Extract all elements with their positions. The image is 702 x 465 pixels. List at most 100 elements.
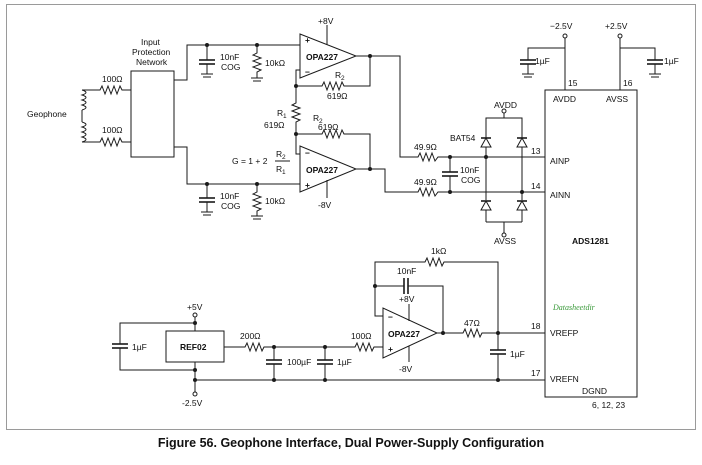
cap-10nf-feedback: 10nF <box>375 266 444 333</box>
svg-text:R: R <box>276 164 282 174</box>
input-resistor-top: 100Ω <box>94 74 131 96</box>
svg-text:ADS1281: ADS1281 <box>572 236 609 246</box>
resistor-200: 200Ω <box>240 331 274 353</box>
svg-text:AVDD: AVDD <box>494 100 517 110</box>
svg-text:Geophone: Geophone <box>27 109 67 119</box>
svg-text:R: R <box>335 70 341 80</box>
resistor-10k-bottom: 10kΩ <box>251 182 285 220</box>
cap-1uf-ref02: 1µF <box>112 321 197 372</box>
svg-text:+: + <box>305 180 310 190</box>
svg-text:49.9Ω: 49.9Ω <box>414 142 437 152</box>
svg-text:1kΩ: 1kΩ <box>431 246 446 256</box>
cap-100uf: 100µF <box>266 347 311 380</box>
svg-text:2: 2 <box>341 75 345 82</box>
input-protection-network: Input Protection Network <box>130 37 175 158</box>
resistor-r2-top: R 2 619Ω <box>296 56 371 101</box>
svg-text:15: 15 <box>568 78 578 88</box>
svg-text:619Ω: 619Ω <box>327 91 348 101</box>
cap-1uf-filter: 1µF <box>317 345 352 380</box>
resistor-1k: 1kΩ <box>374 246 499 333</box>
svg-text:619Ω: 619Ω <box>264 120 285 130</box>
resistor-49-9-top: 49.9Ω <box>413 142 448 163</box>
svg-text:+8V: +8V <box>318 16 334 26</box>
svg-text:R: R <box>277 108 283 118</box>
input-resistor-bottom: 100Ω <box>94 125 131 148</box>
svg-text:OPA227: OPA227 <box>388 329 420 339</box>
ref02: REF02 <box>165 330 225 363</box>
supply-avdd: −2.5V 1µF 15 <box>520 21 578 90</box>
cap-1uf-vref: 1µF <box>490 333 525 380</box>
svg-text:49.9Ω: 49.9Ω <box>414 177 437 187</box>
ads1281-chip: AVDD AVSS AINP AINN ADS1281 Datasheetdir… <box>544 89 638 410</box>
svg-text:−: − <box>305 148 310 158</box>
resistor-r2-middle: R 2 619Ω <box>296 113 371 169</box>
svg-text:2: 2 <box>282 154 286 161</box>
svg-text:REF02: REF02 <box>180 342 207 352</box>
svg-text:10kΩ: 10kΩ <box>265 196 285 206</box>
svg-text:16: 16 <box>623 78 633 88</box>
svg-text:2: 2 <box>319 118 323 125</box>
resistor-100-vref: 100Ω <box>350 331 383 353</box>
svg-text:AVSS: AVSS <box>606 94 628 104</box>
svg-text:Input: Input <box>141 37 161 47</box>
svg-text:COG: COG <box>221 201 240 211</box>
svg-text:1µF: 1µF <box>664 56 679 66</box>
resistor-47: 47Ω <box>458 318 498 339</box>
svg-text:Protection: Protection <box>132 47 171 57</box>
svg-text:100Ω: 100Ω <box>351 331 372 341</box>
svg-text:47Ω: 47Ω <box>464 318 480 328</box>
svg-text:R: R <box>276 149 282 159</box>
svg-text:-2.5V: -2.5V <box>182 398 203 408</box>
svg-text:+8V: +8V <box>399 294 415 304</box>
cap-10nf-cog-bottom: 10nF COG <box>199 182 240 216</box>
svg-text:BAT54: BAT54 <box>450 133 476 143</box>
svg-text:VREFN: VREFN <box>550 374 579 384</box>
resistor-49-9-bottom: 49.9Ω <box>413 177 448 198</box>
pin-17: 17 <box>531 368 541 378</box>
svg-text:OPA227: OPA227 <box>306 52 338 62</box>
svg-text:G = 1 + 2: G = 1 + 2 <box>232 156 268 166</box>
svg-text:6, 12, 23: 6, 12, 23 <box>592 400 625 410</box>
svg-text:+5V: +5V <box>187 302 203 312</box>
svg-text:1: 1 <box>282 169 286 176</box>
svg-text:1µF: 1µF <box>535 56 550 66</box>
svg-text:10nF: 10nF <box>460 165 479 175</box>
svg-text:Datasheetdir: Datasheetdir <box>552 303 596 312</box>
svg-text:−2.5V: −2.5V <box>550 21 573 31</box>
cap-10nf-cog-top: 10nF COG <box>199 43 240 78</box>
svg-text:Network: Network <box>136 57 168 67</box>
svg-text:10nF: 10nF <box>220 52 239 62</box>
svg-text:10nF: 10nF <box>397 266 416 276</box>
svg-text:R: R <box>313 113 319 123</box>
svg-text:AVSS: AVSS <box>494 236 516 246</box>
gain-equation: G = 1 + 2 R 2 R 1 <box>232 149 290 176</box>
svg-text:-8V: -8V <box>318 200 332 210</box>
svg-text:+: + <box>305 35 310 45</box>
svg-text:1: 1 <box>283 113 287 120</box>
svg-text:+2.5V: +2.5V <box>605 21 628 31</box>
svg-text:−: − <box>388 312 393 322</box>
svg-text:AINN: AINN <box>550 190 570 200</box>
svg-text:1µF: 1µF <box>510 349 525 359</box>
svg-text:1µF: 1µF <box>337 357 352 367</box>
resistor-r1: R 1 619Ω <box>264 86 302 134</box>
svg-text:VREFP: VREFP <box>550 328 579 338</box>
geophone: Geophone <box>27 89 94 143</box>
pin-18: 18 <box>531 321 541 331</box>
pin-13: 13 <box>531 146 541 156</box>
svg-text:AVDD: AVDD <box>553 94 576 104</box>
diagram-frame <box>6 4 696 430</box>
svg-text:10nF: 10nF <box>220 191 239 201</box>
pin-14: 14 <box>531 181 541 191</box>
schematic: Geophone 100Ω 100Ω Input Protection Netw… <box>27 16 679 410</box>
svg-text:100Ω: 100Ω <box>102 74 123 84</box>
supply-avss: +2.5V 1µF 16 <box>605 21 679 90</box>
svg-text:10kΩ: 10kΩ <box>265 58 285 68</box>
opamp-vref-buffer: − + OPA227 +8V -8V <box>382 294 439 374</box>
svg-text:−: − <box>305 67 310 77</box>
svg-text:-8V: -8V <box>399 364 413 374</box>
opamp-top: + − OPA227 +8V <box>299 16 358 79</box>
svg-text:+: + <box>388 344 393 354</box>
svg-text:COG: COG <box>461 175 480 185</box>
svg-text:AINP: AINP <box>550 156 570 166</box>
